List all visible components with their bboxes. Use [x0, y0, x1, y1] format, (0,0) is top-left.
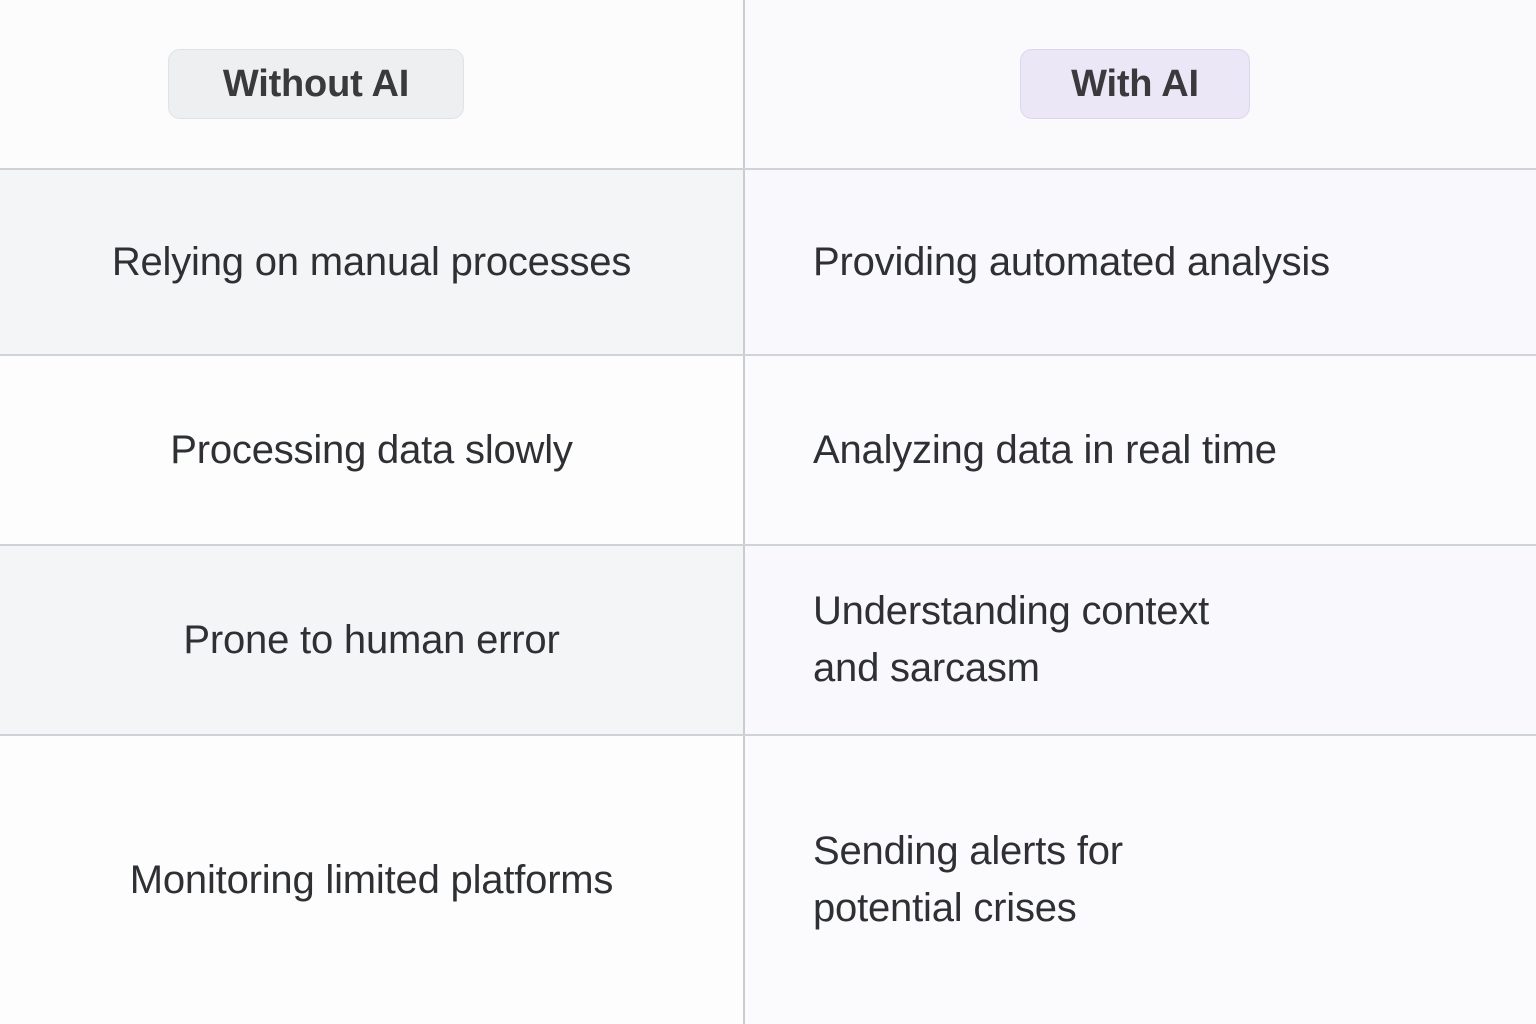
- header-cell-without-ai: Without AI: [0, 0, 745, 168]
- table-header-row: Without AI With AI: [0, 0, 1536, 170]
- table-row: Relying on manual processes Providing au…: [0, 170, 1536, 356]
- column-header-badge-with-ai: With AI: [1020, 49, 1250, 119]
- cell-with-ai-1: Providing automated analysis: [745, 170, 1536, 354]
- table-row: Processing data slowly Analyzing data in…: [0, 356, 1536, 546]
- cell-without-ai-2: Processing data slowly: [0, 356, 745, 544]
- table-row: Monitoring limited platforms Sending ale…: [0, 736, 1536, 1024]
- cell-without-ai-3: Prone to human error: [0, 546, 745, 734]
- cell-with-ai-4: Sending alerts for potential crises: [745, 736, 1536, 1024]
- cell-without-ai-1: Relying on manual processes: [0, 170, 745, 354]
- column-header-badge-without-ai: Without AI: [168, 49, 464, 119]
- cell-text: Sending alerts for potential crises: [813, 829, 1123, 930]
- cell-text: Processing data slowly: [170, 427, 573, 472]
- cell-text: Understanding context and sarcasm: [813, 589, 1210, 690]
- cell-without-ai-4: Monitoring limited platforms: [0, 736, 745, 1024]
- cell-text: Prone to human error: [183, 617, 560, 662]
- table-row: Prone to human error Understanding conte…: [0, 546, 1536, 736]
- cell-text: Monitoring limited platforms: [129, 857, 614, 902]
- table-body: Relying on manual processes Providing au…: [0, 170, 1536, 1024]
- header-cell-with-ai: With AI: [745, 0, 1536, 168]
- cell-text: Analyzing data in real time: [813, 427, 1277, 472]
- cell-text: Providing automated analysis: [813, 239, 1330, 284]
- cell-with-ai-3: Understanding context and sarcasm: [745, 546, 1536, 734]
- cell-text: Relying on manual processes: [111, 239, 632, 284]
- cell-with-ai-2: Analyzing data in real time: [745, 356, 1536, 544]
